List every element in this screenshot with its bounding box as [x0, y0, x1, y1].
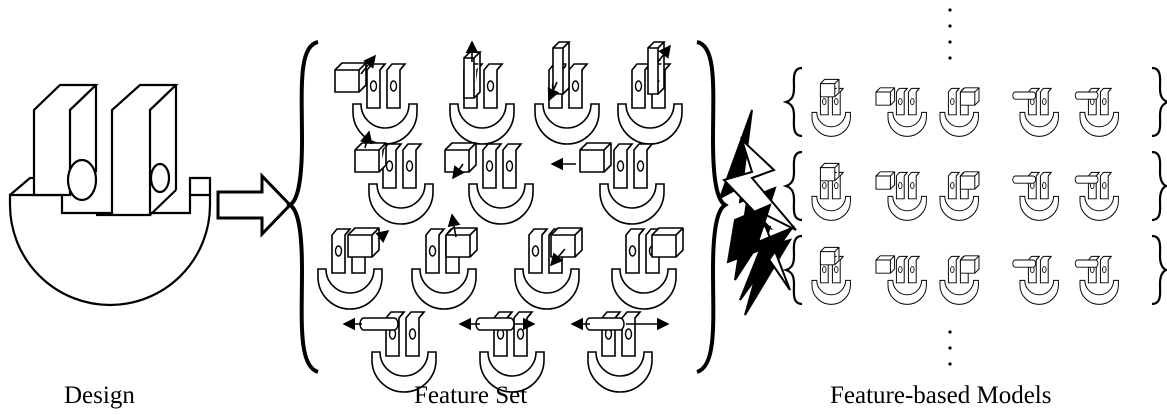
feature-item: [611, 227, 684, 310]
lightning-bolts: [718, 109, 797, 316]
design-caption: Design: [64, 382, 135, 409]
model-item: [1074, 87, 1119, 137]
model-item: [939, 255, 980, 305]
model-item: [1012, 87, 1059, 137]
model-item: [875, 255, 927, 305]
feature-item: [617, 41, 683, 145]
feature-item: [411, 213, 478, 310]
feature-set-caption: Feature Set: [414, 382, 528, 409]
feature-item: [334, 54, 418, 145]
model-item: [939, 87, 980, 137]
vertical-dots-bottom: [948, 330, 952, 366]
feature-set-row-2: [354, 130, 665, 225]
model-item: [1074, 255, 1119, 305]
feature-based-models-caption: Feature-based Models: [830, 382, 1052, 409]
model-row-2: [811, 162, 1119, 221]
model-item: [811, 246, 851, 305]
feature-item: [444, 142, 534, 225]
feature-item: [458, 311, 545, 393]
feature-item: [354, 130, 434, 225]
feature-item: [534, 41, 600, 145]
feature-item: [570, 311, 670, 393]
model-item: [1012, 171, 1059, 221]
model-row-1: [811, 78, 1119, 137]
feature-item: [514, 227, 583, 310]
transform-arrow: [216, 172, 293, 238]
model-item: [875, 87, 927, 137]
model-item: [1074, 171, 1119, 221]
design-part: [8, 83, 212, 307]
model-item: [875, 171, 927, 221]
feature-set-row-4: [342, 311, 670, 393]
feature-item: [317, 227, 390, 310]
model-item: [939, 171, 980, 221]
model-item: [1012, 255, 1059, 305]
feature-item: [342, 311, 437, 393]
feature-set-row-3: [317, 213, 684, 310]
feature-item: [449, 40, 515, 145]
feature-set-row-1: [334, 40, 683, 145]
feature-set-right-brace: [696, 40, 729, 374]
feature-set-left-brace: [286, 40, 319, 374]
model-item: [811, 162, 851, 221]
model-item: [811, 78, 851, 137]
vertical-dots-top: [948, 8, 952, 60]
model-row-braces: [782, 66, 1167, 306]
model-row-3: [811, 246, 1119, 305]
feature-item: [550, 142, 665, 225]
